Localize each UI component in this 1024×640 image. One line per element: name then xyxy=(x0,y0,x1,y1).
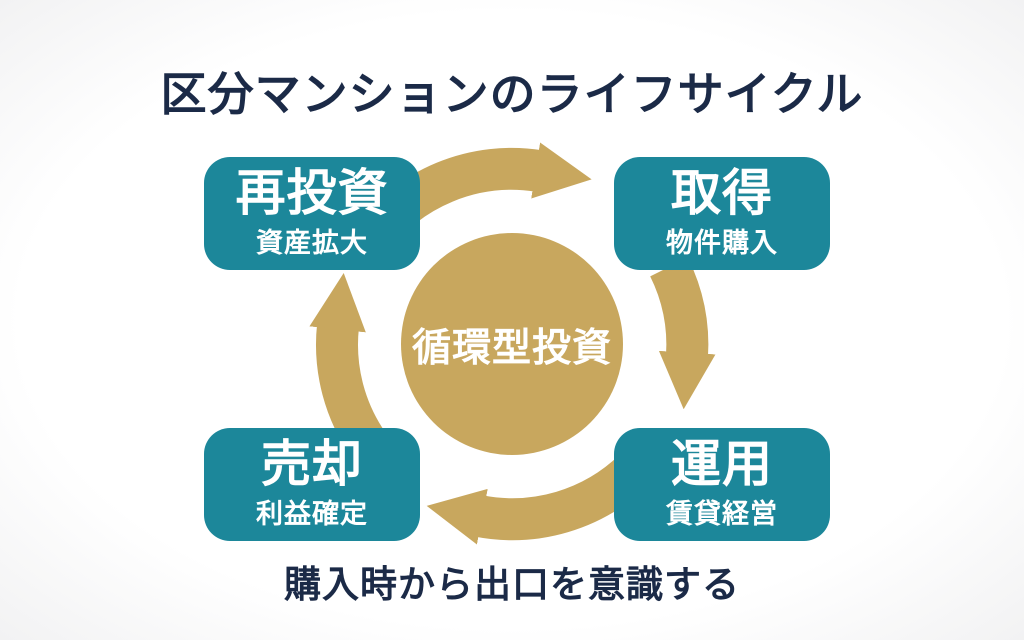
center-circle-label: 循環型投資 xyxy=(411,327,612,370)
stage-box-sale: 売却 利益確定 xyxy=(204,428,420,541)
stage-sublabel: 物件購入 xyxy=(666,228,778,258)
stage-label: 再投資 xyxy=(235,165,389,221)
stage-label: 取得 xyxy=(671,165,773,221)
stage-box-operation: 運用 賃貸経営 xyxy=(614,428,830,541)
stage-label: 運用 xyxy=(671,436,773,492)
stage-box-acquisition: 取得 物件購入 xyxy=(614,157,830,270)
stage-sublabel: 賃貸経営 xyxy=(666,499,778,529)
cycle-arrow-bottom-icon xyxy=(426,454,649,545)
stage-box-reinvestment: 再投資 資産拡大 xyxy=(204,157,420,270)
footer-note: 購入時から出口を意識する xyxy=(284,564,740,605)
page-title: 区分マンションのライフサイクル xyxy=(160,68,864,120)
stage-sublabel: 利益確定 xyxy=(256,499,368,529)
center-circle xyxy=(401,233,623,455)
stage-sublabel: 資産拡大 xyxy=(256,228,368,258)
cycle-arrow-right-icon xyxy=(649,257,716,410)
stage-label: 売却 xyxy=(261,436,363,492)
